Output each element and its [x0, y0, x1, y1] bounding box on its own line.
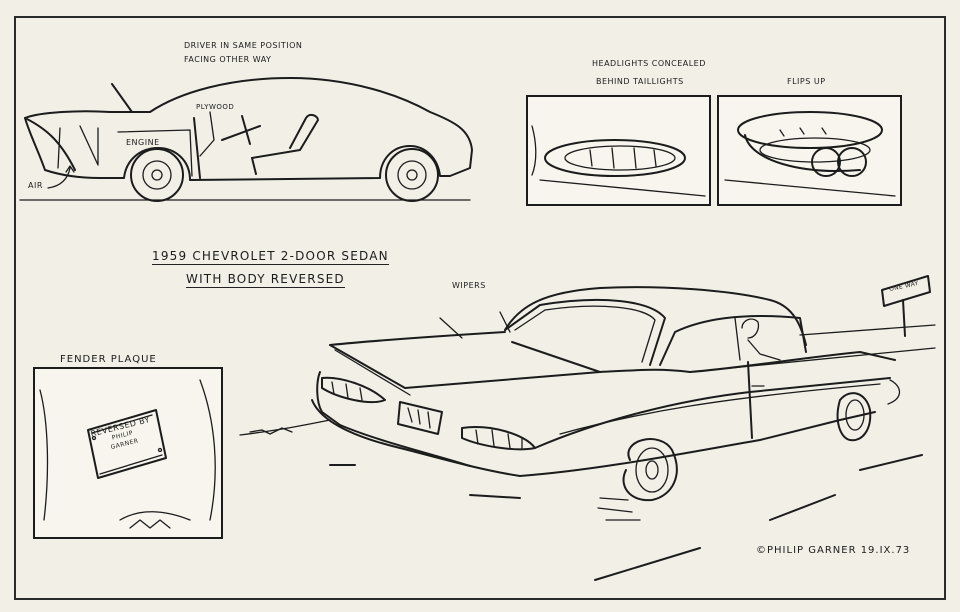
- caption-flips-up: FLIPS UP: [787, 77, 826, 86]
- title-line1-text: 1959 CHEVROLET 2-DOOR SEDAN: [152, 249, 389, 265]
- caption-headlights-line2: BEHIND TAILLIGHTS: [596, 77, 684, 86]
- caption-headlights-line1: HEADLIGHTS CONCEALED: [592, 59, 706, 68]
- caption-title-line2: WITH BODY REVERSED: [186, 272, 345, 288]
- side-view-cutaway: [19, 77, 473, 202]
- label-engine: ENGINE: [126, 138, 160, 147]
- illustration-frame: [14, 16, 946, 600]
- caption-driver-line2: FACING OTHER WAY: [184, 55, 272, 64]
- artist-signature: ©PHILIP GARNER 19.IX.73: [756, 545, 911, 556]
- caption-driver-line1: DRIVER IN SAME POSITION: [184, 41, 303, 50]
- label-air: AIR: [28, 181, 43, 190]
- caption-title-line1: 1959 CHEVROLET 2-DOOR SEDAN: [152, 249, 389, 265]
- caption-fender-plaque: FENDER PLAQUE: [60, 354, 157, 365]
- main-car-drawing: [239, 275, 936, 581]
- title-line2-text: WITH BODY REVERSED: [186, 272, 345, 288]
- fender-plaque-box: [33, 367, 223, 539]
- label-wipers: WIPERS: [452, 281, 486, 290]
- headlight-detail-boxes: [526, 95, 902, 206]
- label-plywood: PLYWOOD: [196, 103, 235, 111]
